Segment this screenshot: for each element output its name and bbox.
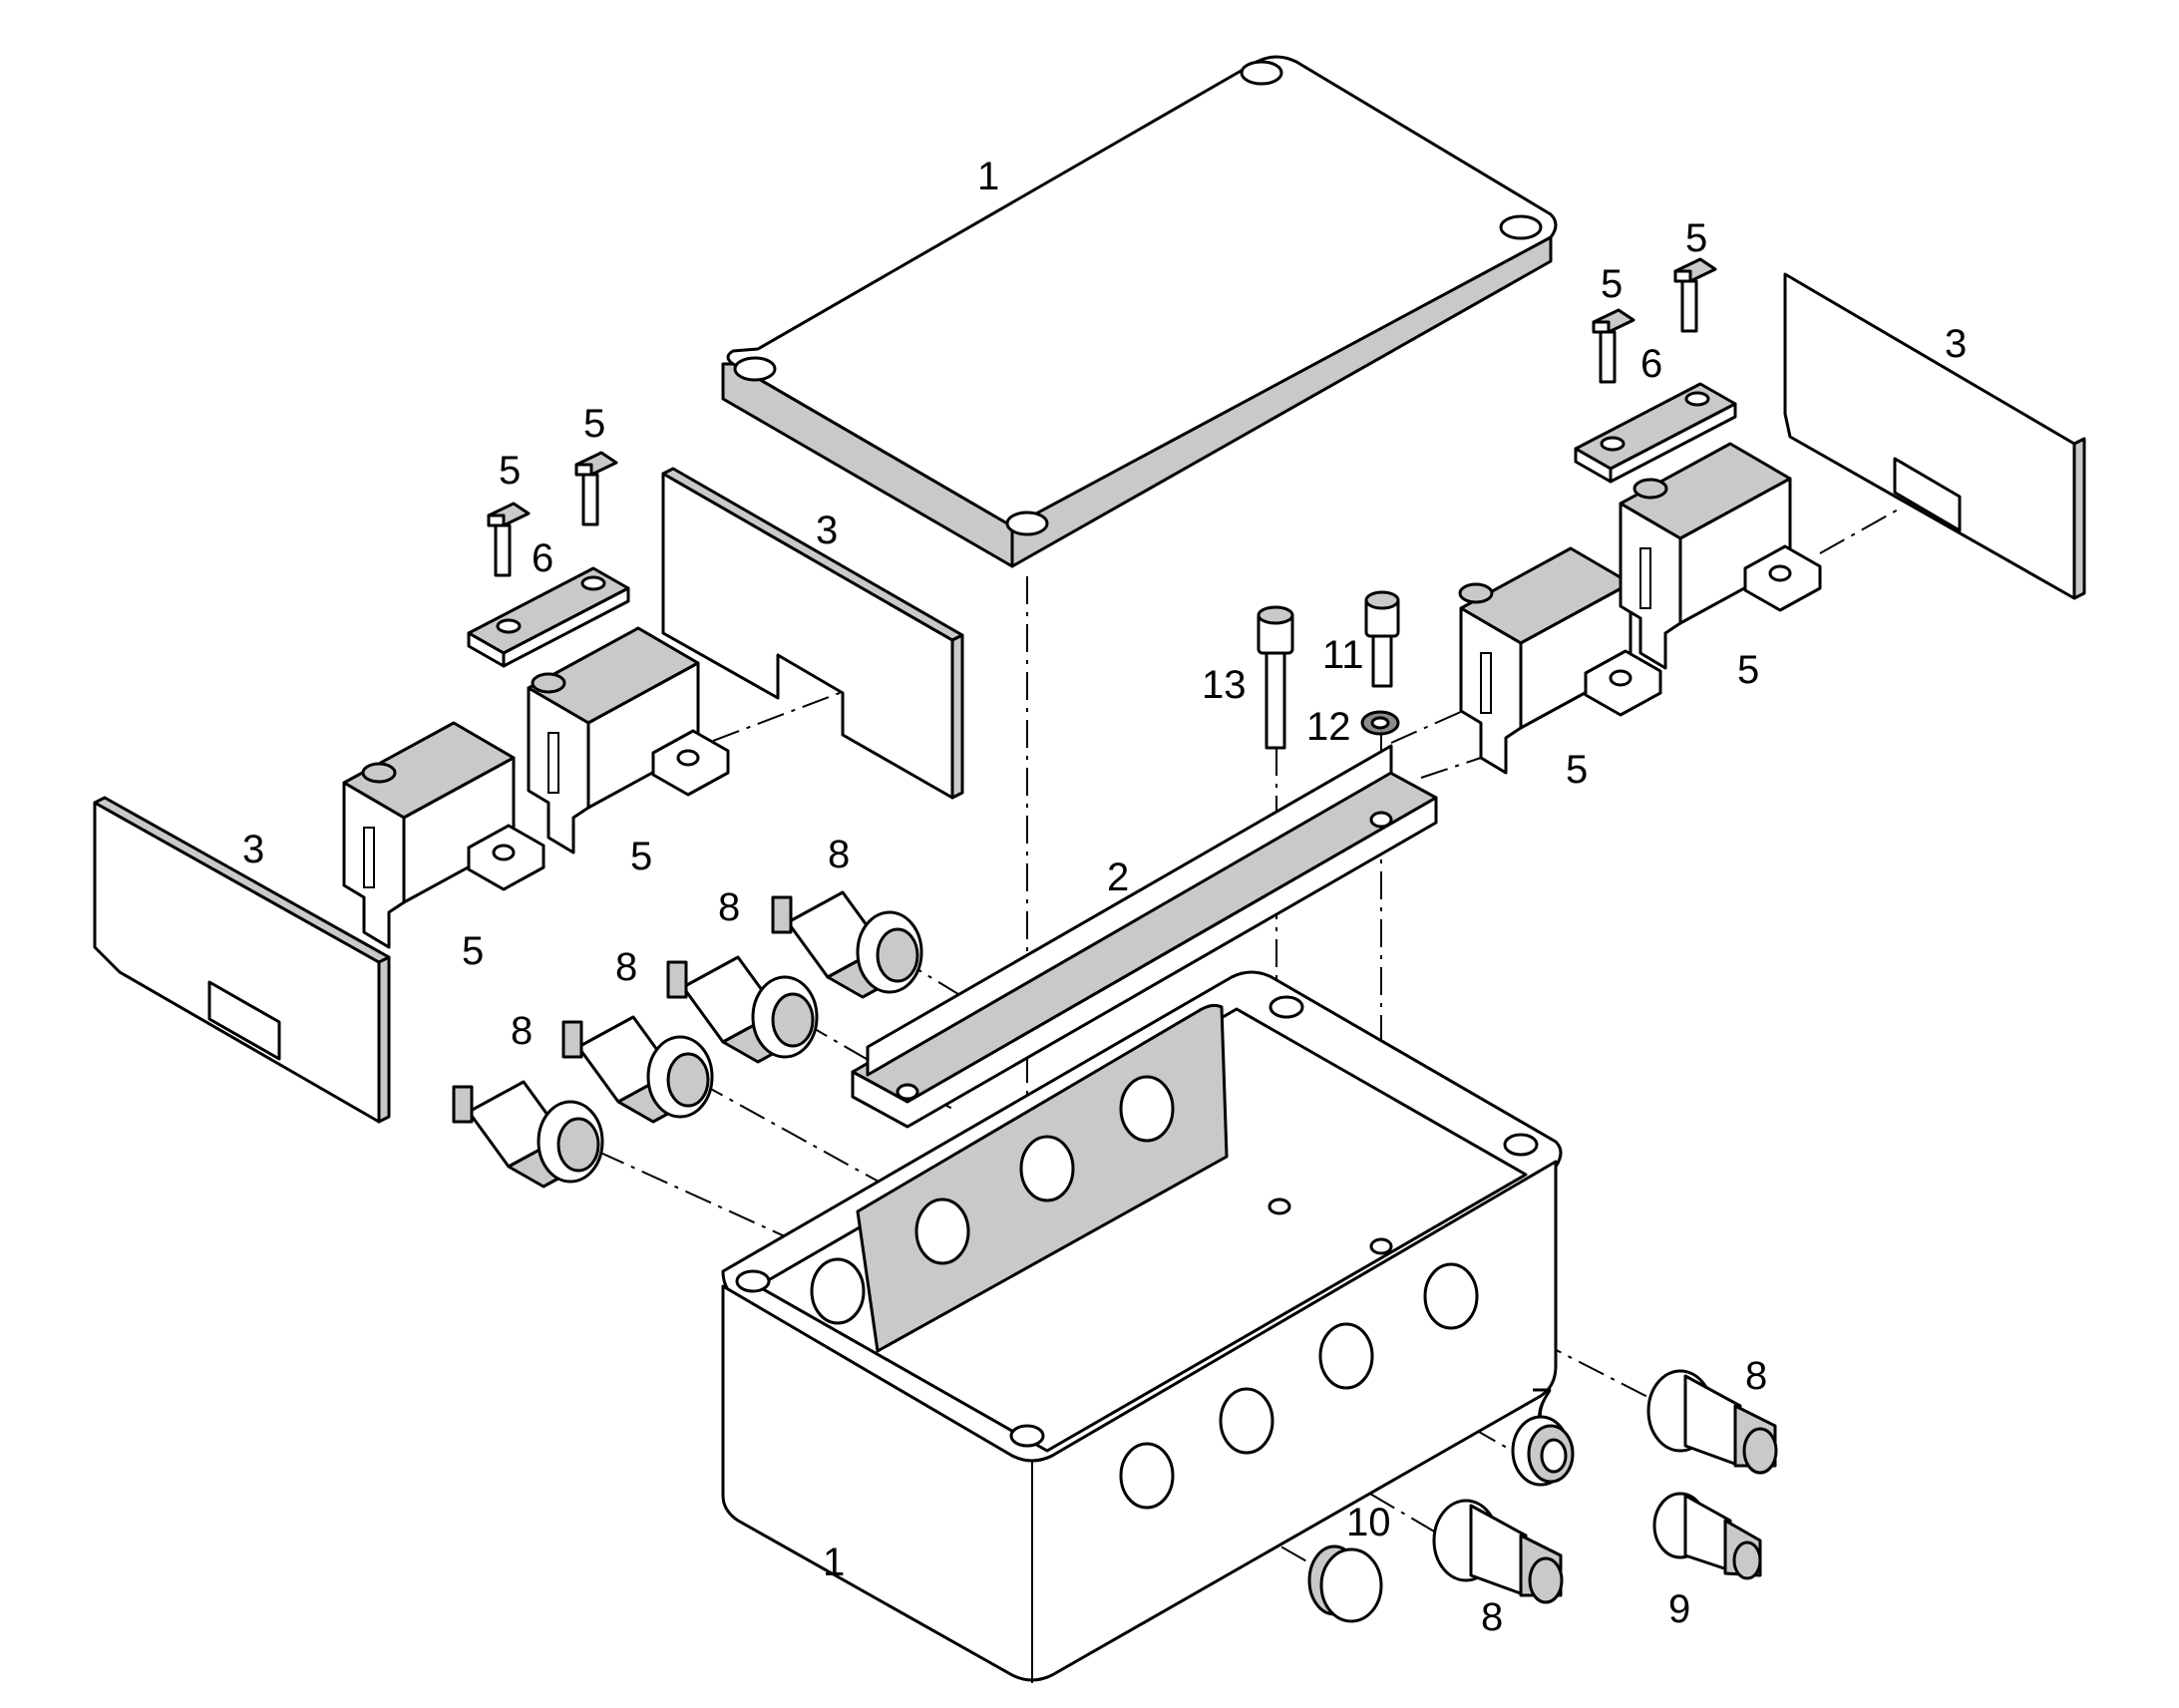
cable-gland-left-4 — [771, 890, 923, 999]
cable-gland-small — [1652, 1492, 1762, 1580]
bolt-right-a — [1592, 308, 1635, 384]
cable-gland-left-2 — [561, 1015, 714, 1124]
din-rail — [851, 744, 1438, 1129]
screw-long — [1257, 605, 1294, 750]
terminal-clamp-right-a — [1458, 546, 1662, 775]
callout-rail: 2 — [1107, 855, 1129, 899]
enclosure-box — [721, 970, 1563, 1683]
callout-gland-right-upper: 8 — [1745, 1354, 1767, 1398]
strap-right — [1574, 382, 1737, 484]
callout-bolt-left-a: 5 — [499, 449, 521, 493]
callout-screw-long: 13 — [1202, 663, 1247, 707]
reducer-plug — [1511, 1415, 1575, 1487]
callout-terminal-right-b: 5 — [1737, 648, 1759, 692]
callout-terminal-right-a: 5 — [1566, 748, 1588, 792]
callout-plate-left-back: 3 — [816, 509, 838, 552]
terminal-clamp-right-b — [1619, 442, 1822, 670]
bolt-left-a — [487, 502, 531, 577]
lid — [721, 55, 1558, 568]
screw-short — [1364, 590, 1400, 688]
cable-gland-left-3 — [666, 955, 819, 1064]
callout-terminal-left-a: 5 — [462, 929, 484, 973]
callout-strap-left: 6 — [532, 536, 553, 580]
callout-bolt-right-b: 5 — [1685, 216, 1707, 260]
blind-cap — [1307, 1544, 1383, 1623]
callout-plate-right: 3 — [1945, 322, 1967, 366]
callout-plug: 7 — [1531, 1381, 1553, 1425]
bolt-left-b — [574, 451, 618, 526]
callout-screw-short: 11 — [1322, 633, 1364, 677]
terminal-clamp-left-a — [342, 721, 545, 949]
cable-gland-right-upper — [1646, 1369, 1778, 1475]
callout-gland-left-2: 8 — [615, 945, 637, 989]
callout-strap-right: 6 — [1640, 342, 1662, 386]
callout-blind-cap: 10 — [1346, 1501, 1391, 1544]
callout-gland-left-1: 8 — [511, 1009, 533, 1053]
callout-gland-left-4: 8 — [828, 833, 850, 876]
callout-bolt-left-b: 5 — [583, 402, 605, 446]
bolt-right-b — [1673, 257, 1717, 333]
cable-gland-left-1 — [452, 1080, 604, 1189]
washer — [1360, 710, 1400, 736]
callout-terminal-left-b: 5 — [630, 835, 652, 878]
cable-gland-right-lower — [1432, 1499, 1564, 1604]
callout-bolt-right-a: 5 — [1601, 262, 1623, 306]
callout-gland-right-lower: 8 — [1481, 1595, 1503, 1639]
callout-washer: 12 — [1306, 705, 1351, 749]
callout-lid: 1 — [977, 155, 999, 198]
callout-box: 1 — [823, 1540, 845, 1584]
callout-gland-small: 9 — [1668, 1587, 1690, 1631]
partition-plate-left-front — [93, 796, 391, 1124]
callout-gland-left-3: 8 — [718, 885, 740, 929]
callout-plate-left-front: 3 — [242, 828, 264, 871]
partition-plate-left-back — [661, 467, 964, 800]
callout-labels: 1 1 2 3 3 3 5 5 5 5 5 5 5 5 6 6 7 8 8 8 … — [242, 155, 1967, 1639]
partition-plate-right — [1783, 272, 2086, 600]
terminal-clamp-left-b — [527, 626, 730, 854]
strap-left — [467, 566, 630, 668]
